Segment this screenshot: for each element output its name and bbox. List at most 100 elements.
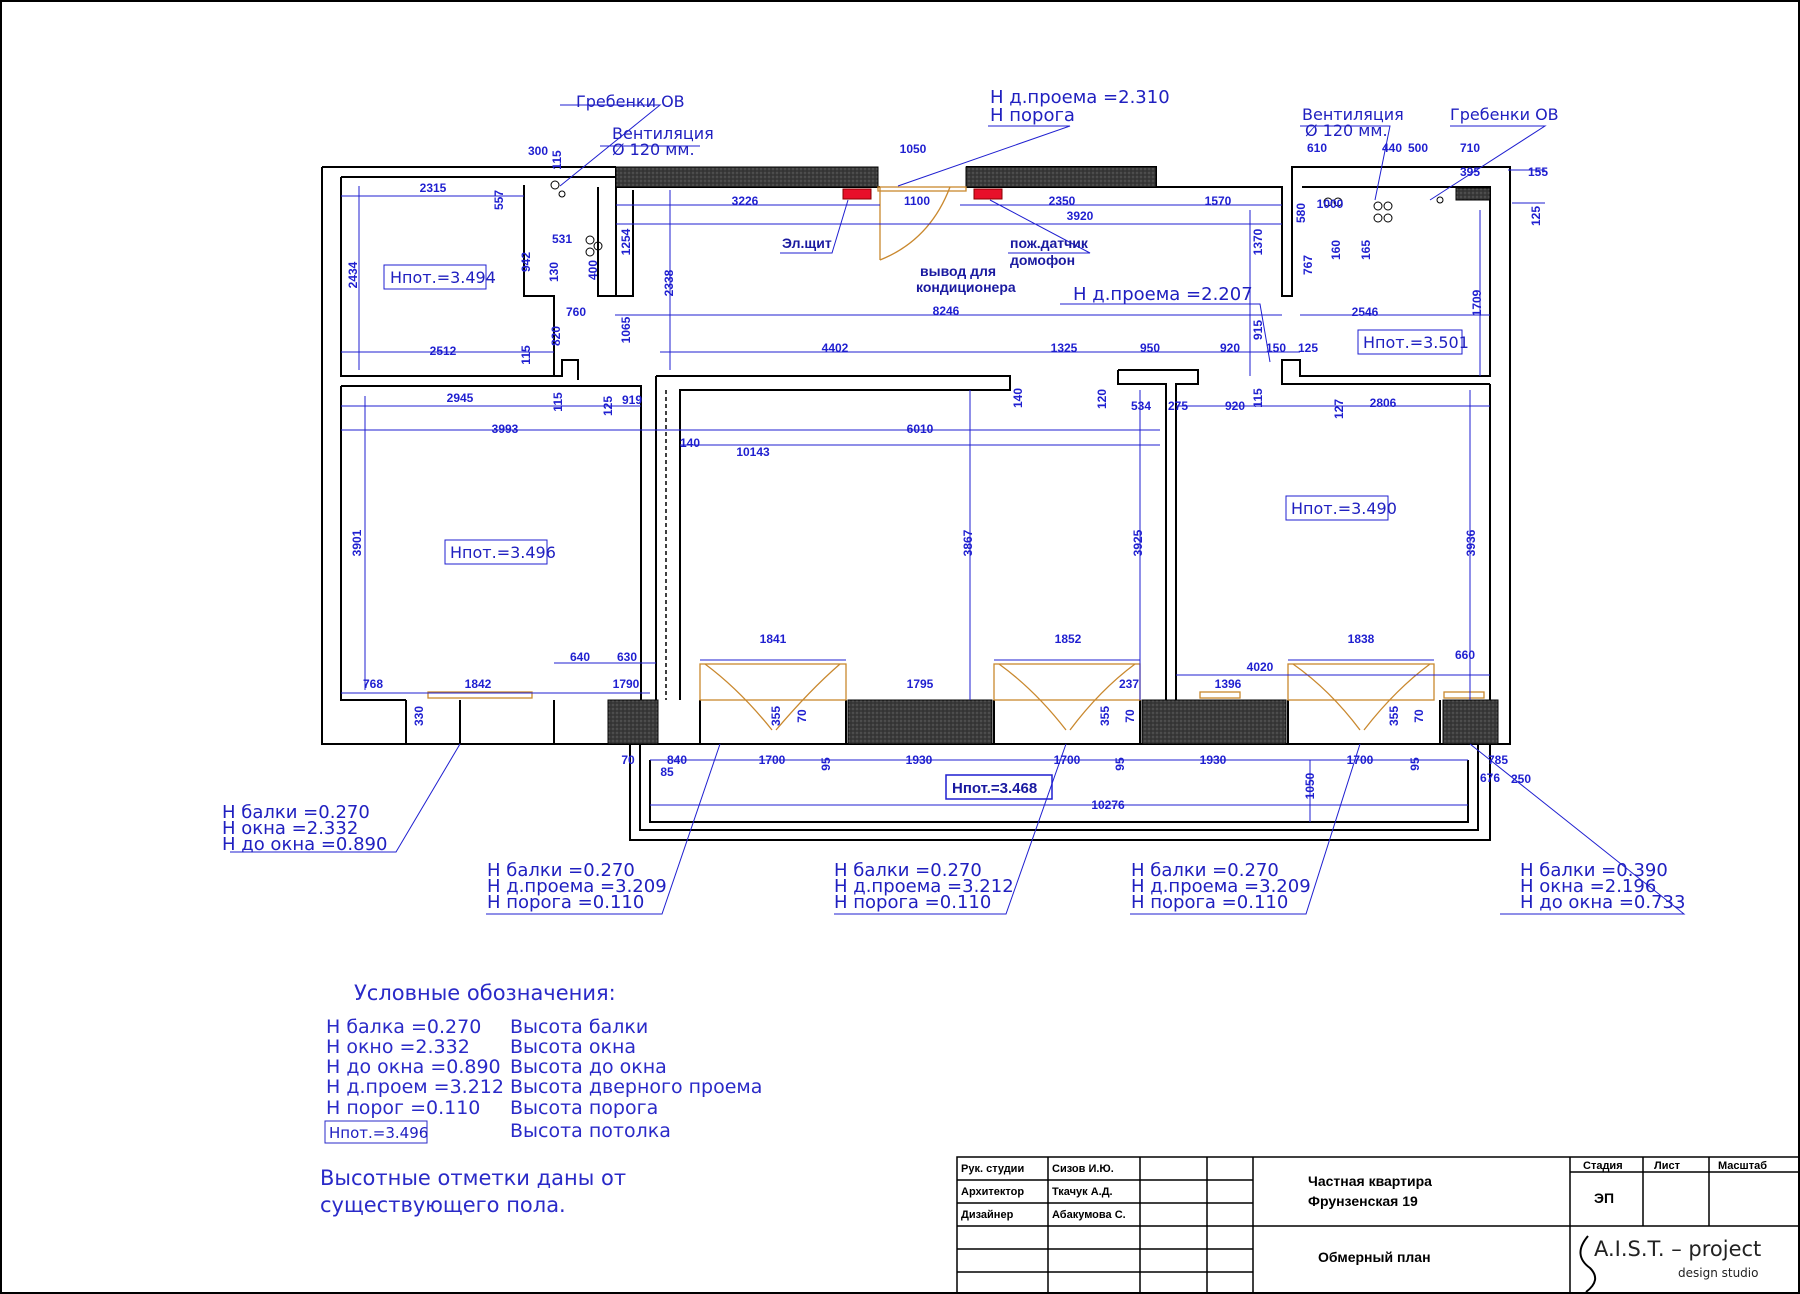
vent-symbols [550,180,1444,257]
plan-notes: Гребенки ОВ Вентиляция Ø 120 мм. H д.про… [576,87,1559,305]
note-door-top-1: H д.проема =2.310 [990,87,1170,108]
legend-row-2-desc: Высота окна [510,1036,636,1058]
legend-row-6-code: Hпот.=3.496 [329,1124,428,1142]
room-4-height: Hпот.=3.501 [1363,333,1469,352]
dimension-value: 70 [795,709,809,723]
tb-project-2: Фрунзенская 19 [1308,1193,1418,1209]
dimension-value: 125 [1529,206,1543,226]
dimension-value: 3920 [1067,209,1094,223]
callout-3-line-2: H д.проема =3.212 [834,876,1014,897]
dimension-value: 3993 [492,422,519,436]
dimension-value: 355 [769,706,783,726]
dimension-value: 120 [1095,389,1109,409]
dimension-lines [341,186,1490,822]
dimension-value: 500 [1408,141,1428,155]
dimension-value: 115 [551,392,565,412]
dimension-value: 1930 [1200,753,1227,767]
dimension-value: 1065 [619,316,633,343]
dimension-value: 95 [1113,757,1127,771]
dimension-value: 1700 [759,753,786,767]
dimension-value: 2315 [420,181,447,195]
legend-note-1: Высотные отметки даны от [320,1166,626,1190]
dimension-value: 3925 [1131,529,1145,556]
room-2-height: Hпот.=3.496 [450,543,556,562]
dimension-value: 660 [1455,648,1475,662]
dimension-value: 115 [550,150,564,170]
dimension-value: 4020 [1247,660,1274,674]
dimension-value: 95 [819,757,833,771]
note-door-top-2: H порога [990,105,1075,126]
dimension-value: 531 [552,232,572,246]
balcony-height: Hпот.=3.468 [952,780,1037,797]
callout-4-line-3: H порога =0.110 [1131,892,1288,913]
dimension-value: 1396 [1215,677,1242,691]
dimension-value: 710 [1460,141,1480,155]
dimension-value: 1795 [907,677,934,691]
dimension-value: 919 [622,393,642,407]
note-grebenki-right: Гребенки ОВ [1450,105,1559,124]
dimension-value: 70 [1412,709,1426,723]
legend: Условные обозначения: H балка =0.270 Выс… [320,981,762,1217]
dimension-value: 630 [617,650,637,664]
note-vent-right-1: Вентиляция [1302,105,1404,124]
legend-row-3-desc: Высота до окна [510,1056,667,1078]
dimension-value: 1930 [906,753,933,767]
brand-logo-mark [1579,1235,1597,1293]
note-el-shield: Эл.щит [782,235,832,251]
dimension-value: 915 [1251,320,1265,340]
title-block [956,1156,1800,1294]
tb-name-3: Абакумова С. [1052,1209,1126,1221]
dimension-value: 115 [519,345,533,365]
dimension-value: 920 [1220,341,1240,355]
dimension-value: 440 [1382,141,1402,155]
dimension-value: 1700 [1054,753,1081,767]
tb-header-scale: Масштаб [1718,1160,1767,1172]
callout-1-line-1: H балки =0.270 [222,802,370,823]
dimension-value: 95 [1408,757,1422,771]
tb-header-sheet: Лист [1654,1160,1681,1172]
dimension-value: 768 [363,677,383,691]
legend-row-4-code: H д.проем =3.212 [326,1076,504,1098]
callout-2-line-3: H порога =0.110 [487,892,644,913]
callout-4-line-2: H д.проема =3.209 [1131,876,1311,897]
dimension-value: 1842 [465,677,492,691]
dimension-value: 942 [519,252,533,272]
dimension-value: 1838 [1348,632,1375,646]
legend-title: Условные обозначения: [354,981,616,1005]
tb-role-3: Дизайнер [961,1209,1014,1221]
dimension-value: 785 [1488,753,1508,767]
tb-brand: A.I.S.T. – project [1594,1237,1761,1261]
dimension-value: 355 [1387,706,1401,726]
legend-row-1-code: H балка =0.270 [326,1016,481,1038]
legend-row-5-code: H порог =0.110 [326,1097,480,1119]
note-fire-2: домофон [1010,252,1075,268]
dimension-value: 2434 [346,261,360,288]
legend-row-3-code: H до окна =0.890 [326,1056,501,1078]
dimension-value: 920 [1225,399,1245,413]
concrete-columns [607,166,1499,745]
callout-2-line-2: H д.проема =3.209 [487,876,667,897]
tb-role-1: Рук. студии [961,1163,1024,1175]
dimension-value: 1100 [904,194,930,208]
note-vent-left-1: Вентиляция [612,124,714,143]
dimension-value: 330 [412,706,426,726]
dimension-value: 1000 [1317,197,1344,211]
dimension-value: 760 [566,305,586,319]
callout-1-line-2: H окна =2.332 [222,818,358,839]
dimension-value: 2512 [430,344,457,358]
dimension-value: 8246 [933,304,960,318]
dimension-value: 580 [1294,203,1308,223]
electric-markers [842,188,1003,200]
dimension-value: 610 [1307,141,1327,155]
dimension-value: 300 [528,144,548,158]
legend-row-1-desc: Высота балки [510,1016,648,1038]
dimension-value: 640 [570,650,590,664]
dimension-value: 395 [1460,165,1480,179]
dimension-value: 165 [1359,240,1373,260]
dimension-value: 820 [549,326,563,346]
dimension-value: 840 [667,753,687,767]
room-labels: Hпот.=3.494 Hпот.=3.496 Hпот.=3.490 Hпот… [383,264,1469,800]
dimension-value: 127 [1332,399,1346,419]
